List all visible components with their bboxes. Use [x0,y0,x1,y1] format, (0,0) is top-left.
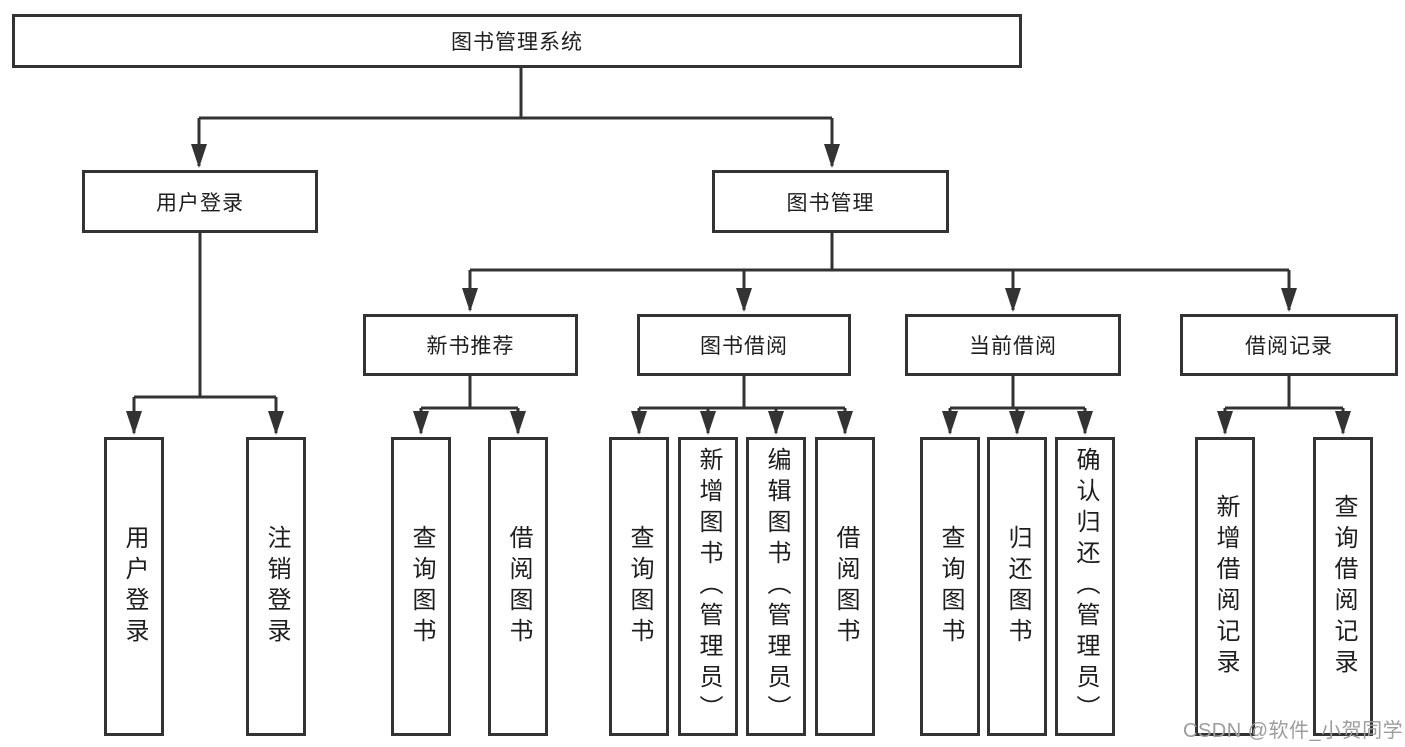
leaf-add-borrow-record: 新增借阅记录 [1195,437,1255,736]
leaf-query-books-current-label: 查询图书 [937,524,964,649]
leaf-query-borrow-record: 查询借阅记录 [1313,437,1373,736]
leaf-logout-label: 注销登录 [263,524,290,649]
leaf-user-login-label: 用户登录 [121,524,148,649]
leaf-borrow-books: 借阅图书 [815,437,875,736]
node-current-borrowing: 当前借阅 [905,314,1121,376]
leaf-add-borrow-record-label: 新增借阅记录 [1212,493,1239,680]
leaf-query-books-current: 查询图书 [920,437,980,736]
leaf-query-borrow-record-label: 查询借阅记录 [1330,493,1357,680]
node-user-login: 用户登录 [82,170,318,233]
leaf-add-books-admin-label: 新增图书（管理员） [695,447,722,726]
leaf-logout: 注销登录 [246,437,306,736]
leaf-edit-books-admin: 编辑图书（管理员） [746,437,806,736]
leaf-query-books-borrowing-label: 查询图书 [626,524,653,649]
node-book-borrowing: 图书借阅 [637,314,851,376]
leaf-return-books-label: 归还图书 [1004,524,1031,649]
leaf-edit-books-admin-label: 编辑图书（管理员） [763,447,790,726]
leaf-query-books-borrowing: 查询图书 [609,437,669,736]
leaf-confirm-return-admin-label: 确认归还（管理员） [1072,447,1099,726]
csdn-watermark: CSDN @软件_小贺同学 [1183,720,1404,742]
leaf-query-books-recommend: 查询图书 [391,437,451,736]
leaf-add-books-admin: 新增图书（管理员） [678,437,738,736]
leaf-borrow-books-recommend-label: 借阅图书 [505,524,532,649]
node-system-root: 图书管理系统 [12,14,1022,68]
node-new-book-recommend: 新书推荐 [363,314,578,376]
leaf-borrow-books-recommend: 借阅图书 [488,437,548,736]
node-borrowing-records: 借阅记录 [1180,314,1398,376]
node-book-management: 图书管理 [712,170,949,233]
leaf-confirm-return-admin: 确认归还（管理员） [1055,437,1115,736]
leaf-user-login: 用户登录 [104,437,164,736]
leaf-query-books-recommend-label: 查询图书 [408,524,435,649]
leaf-borrow-books-label: 借阅图书 [832,524,859,649]
leaf-return-books: 归还图书 [987,437,1047,736]
